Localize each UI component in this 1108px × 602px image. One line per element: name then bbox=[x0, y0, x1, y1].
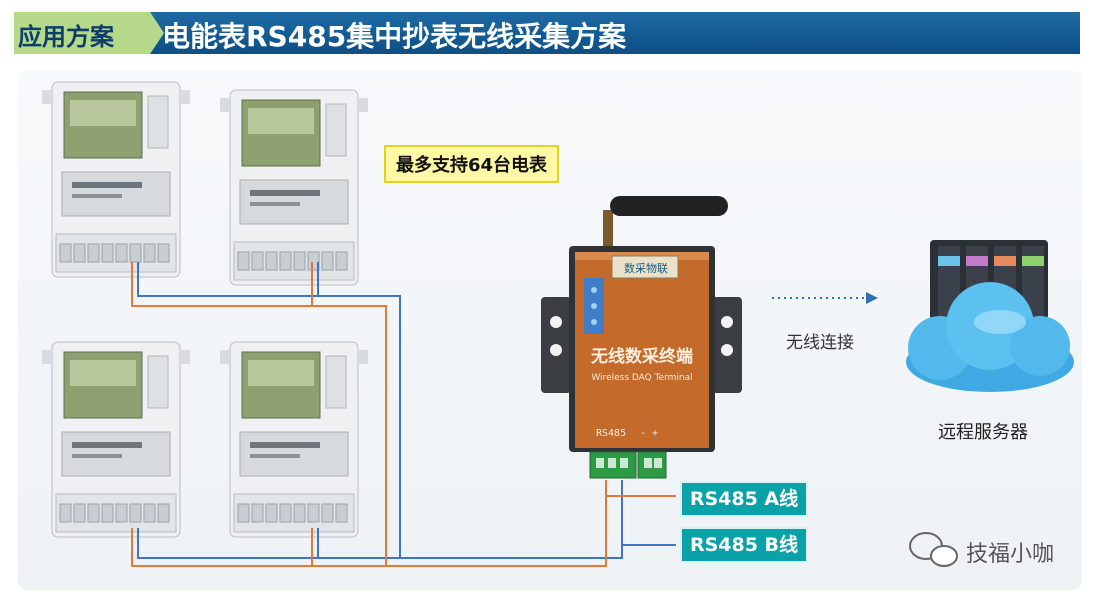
terminal-port-label: RS485 bbox=[596, 428, 626, 439]
rs485-a-label: RS485 A线 bbox=[680, 481, 808, 517]
wireless-arrow bbox=[772, 292, 878, 304]
meter-1 bbox=[41, 81, 191, 278]
wechat-icon bbox=[909, 532, 958, 567]
meter-4 bbox=[219, 341, 369, 538]
terminal-name-cn: 无线数采终端 bbox=[590, 346, 693, 367]
daq-terminal bbox=[541, 196, 742, 479]
scheme-tag-text: 应用方案 bbox=[18, 23, 114, 51]
terminal-polarity: - + bbox=[640, 428, 658, 439]
meter-2 bbox=[219, 89, 369, 286]
terminal-name-en: Wireless DAQ Terminal bbox=[591, 373, 692, 383]
meter-3 bbox=[41, 341, 191, 538]
rs485-a-wire bbox=[131, 262, 676, 567]
wireless-link-label: 无线连接 bbox=[786, 333, 854, 353]
terminal-brand: 数采物联 bbox=[624, 261, 668, 275]
page-title: 电能表RS485集中抄表无线采集方案 bbox=[162, 20, 627, 53]
max-meters-callout: 最多支持64台电表 bbox=[384, 145, 560, 183]
title-banner bbox=[14, 12, 1080, 54]
cloud-icon bbox=[906, 282, 1074, 392]
watermark-text: 技福小咖 bbox=[966, 542, 1055, 567]
scheme-tag bbox=[14, 12, 164, 54]
rs485-b-label: RS485 B线 bbox=[680, 527, 808, 563]
server-label: 远程服务器 bbox=[938, 422, 1028, 443]
rs485-b-wire bbox=[137, 262, 676, 559]
